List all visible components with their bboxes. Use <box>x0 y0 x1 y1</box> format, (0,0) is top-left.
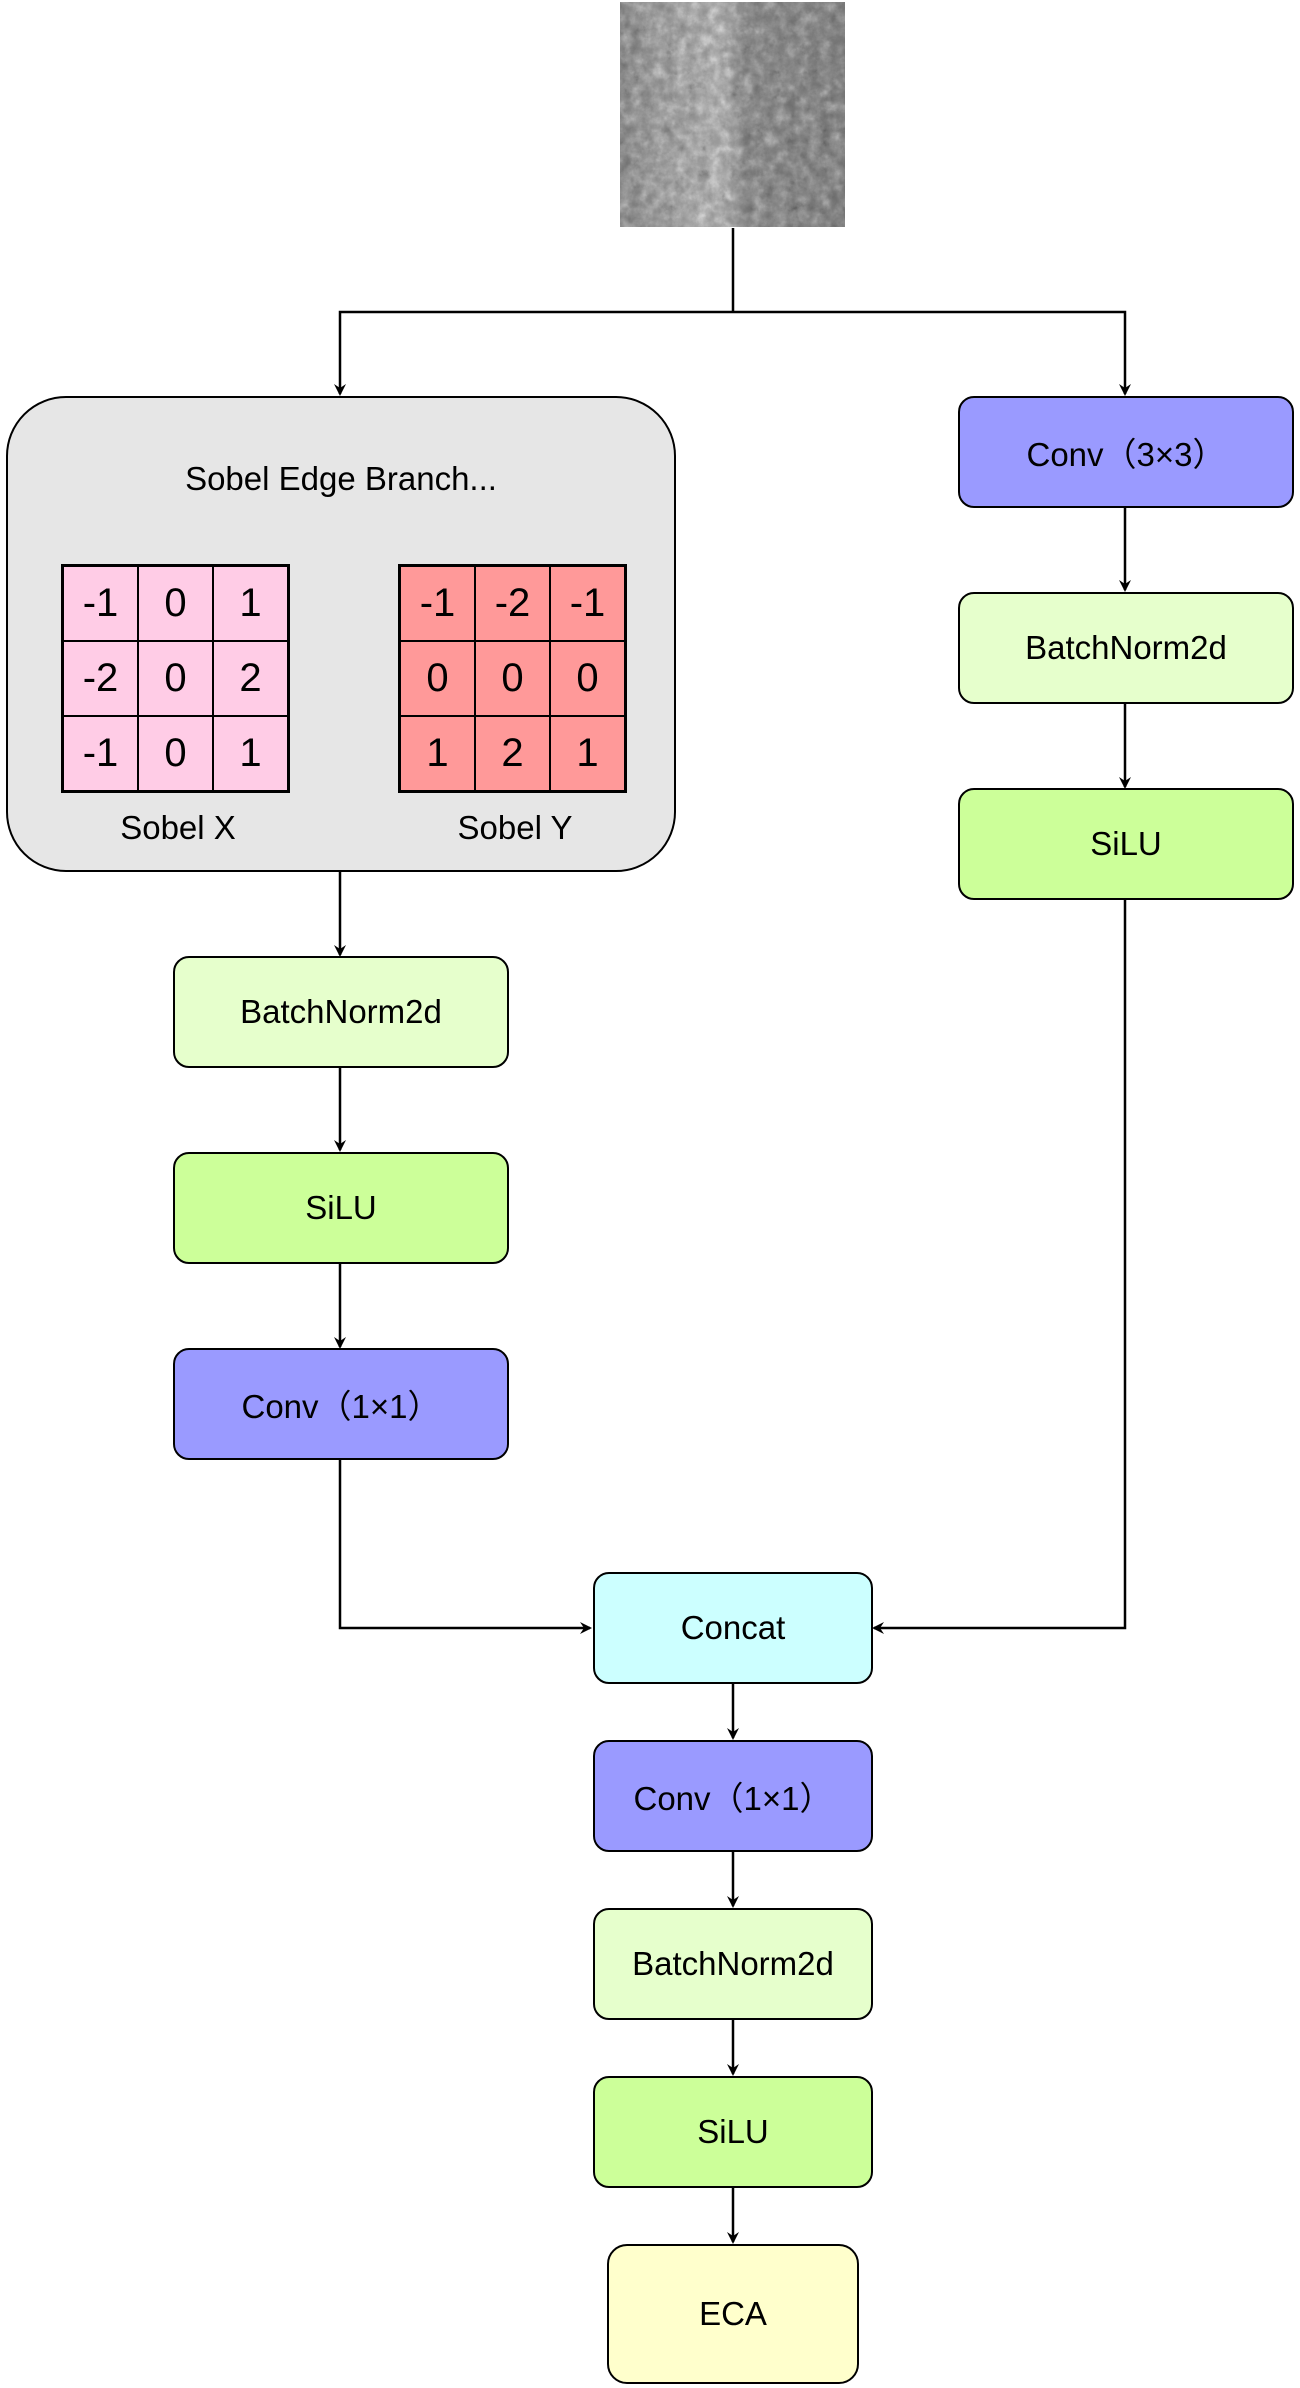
kernel-cell: 2 <box>213 641 288 716</box>
eca-node: ECA <box>607 2244 859 2384</box>
kernel-cell: -1 <box>400 566 475 641</box>
left-conv-1x1-node: Conv（1×1） <box>173 1348 509 1460</box>
sobel-branch-title: Sobel Edge Branch... <box>185 460 497 497</box>
kernel-cell: -1 <box>550 566 625 641</box>
split-line-left <box>334 310 733 396</box>
arrow-conv-left-to-concat <box>338 1460 592 1634</box>
concat-node: Concat <box>593 1572 873 1684</box>
kernel-cell: 1 <box>213 566 288 641</box>
sobel-y-label: Sobel Y <box>457 809 573 846</box>
kernel-cell: 1 <box>213 716 288 791</box>
kernel-cell: 0 <box>400 641 475 716</box>
kernel-cell: 0 <box>475 641 550 716</box>
merge-conv-1x1-node: Conv（1×1） <box>593 1740 873 1852</box>
kernel-cell: -1 <box>63 716 138 791</box>
right-batchnorm-node: BatchNorm2d <box>958 592 1294 704</box>
left-silu-node: SiLU <box>173 1152 509 1264</box>
sobel-x-label: Sobel X <box>120 809 236 846</box>
sobel-x-kernel: -1 0 1 -2 0 2 -1 0 1 <box>61 564 290 793</box>
kernel-cell: 0 <box>550 641 625 716</box>
sobel-edge-branch: Sobel Edge Branch... -1 0 1 -2 0 2 -1 0 … <box>6 396 676 872</box>
right-conv-3x3-node: Conv（3×3） <box>958 396 1294 508</box>
merge-batchnorm-node: BatchNorm2d <box>593 1908 873 2020</box>
input-texture-image <box>620 2 845 227</box>
sobel-y-kernel: -1 -2 -1 0 0 0 1 2 1 <box>398 564 627 793</box>
kernel-cell: -2 <box>475 566 550 641</box>
right-silu-node: SiLU <box>958 788 1294 900</box>
split-line-right <box>733 310 1131 396</box>
kernel-cell: -1 <box>63 566 138 641</box>
arrow-silu-right-to-concat <box>872 900 1127 1634</box>
kernel-cell: 0 <box>138 641 213 716</box>
merge-silu-node: SiLU <box>593 2076 873 2188</box>
kernel-cell: 1 <box>400 716 475 791</box>
kernel-cell: 0 <box>138 566 213 641</box>
kernel-cell: 1 <box>550 716 625 791</box>
kernel-cell: 2 <box>475 716 550 791</box>
kernel-cell: -2 <box>63 641 138 716</box>
kernel-cell: 0 <box>138 716 213 791</box>
left-batchnorm-node: BatchNorm2d <box>173 956 509 1068</box>
